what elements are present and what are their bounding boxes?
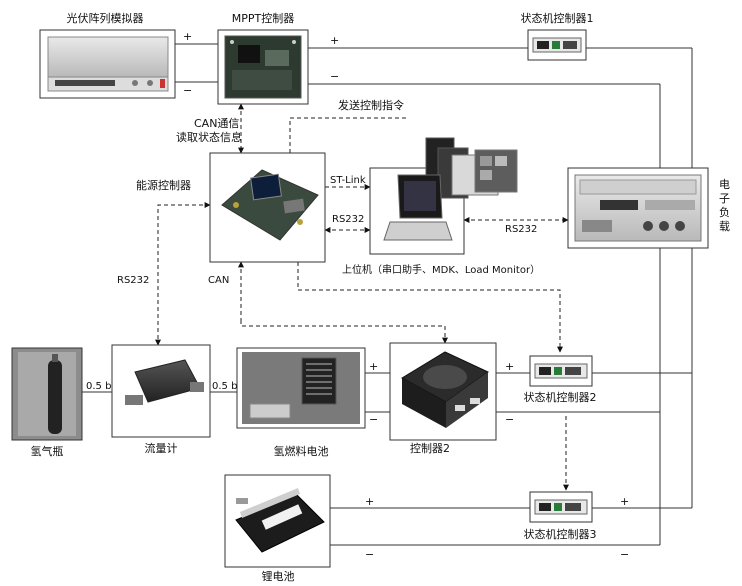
mppt-controller — [217, 29, 309, 105]
bat-plus: + — [365, 495, 374, 508]
sm-controller-2-label: 状态机控制器2 — [524, 390, 597, 404]
rs232-pc-label: RS232 — [332, 214, 364, 225]
pv-simulator-label: 光伏阵列模拟器 — [67, 11, 144, 25]
host-pc-label: 上位机（串口助手、MDK、Load Monitor） — [342, 263, 540, 276]
electronic-load-char-2: 子 — [719, 192, 730, 205]
fuel-cell-label: 氢燃料电池 — [274, 444, 329, 458]
li-battery — [224, 474, 331, 568]
controller-2 — [389, 342, 497, 441]
power-wires — [82, 43, 693, 546]
send-cmd-label: 发送控制指令 — [338, 98, 404, 112]
sm-controller-3-label: 状态机控制器3 — [524, 527, 597, 541]
sm3-minus: − — [620, 548, 629, 561]
mppt-minus: − — [330, 70, 339, 83]
electronic-load-char-1: 电 — [719, 178, 730, 191]
fuel-cell — [236, 347, 366, 429]
electronic-load-char-4: 载 — [719, 220, 730, 233]
h2-bottle-label: 氢气瓶 — [31, 444, 64, 458]
fc-minus: − — [369, 413, 378, 426]
energy-controller — [209, 152, 326, 263]
sm-controller-2 — [529, 355, 593, 387]
c2-minus: − — [505, 413, 514, 426]
h2-bottle — [11, 347, 83, 441]
fc-plus: + — [369, 360, 378, 373]
pressure-2-label: 0.5 bar — [212, 381, 249, 392]
pressure-1-label: 0.5 bar — [86, 381, 123, 392]
electronic-load-char-3: 负 — [719, 205, 730, 219]
can-label: CAN — [208, 275, 229, 286]
bat-minus: − — [365, 548, 374, 561]
sm3-plus: + — [620, 495, 629, 508]
can-comm-label: CAN通信 — [194, 117, 239, 130]
mppt-controller-label: MPPT控制器 — [232, 11, 294, 25]
c2-plus: + — [505, 360, 514, 373]
flowmeter-label: 流量计 — [145, 441, 178, 455]
energy-controller-label: 能源控制器 — [136, 178, 191, 192]
rs232-load-label: RS232 — [505, 224, 537, 235]
st-link-label: ST-Link — [330, 175, 366, 186]
li-battery-label: 锂电池 — [262, 569, 295, 583]
sm-controller-3 — [529, 491, 593, 523]
flowmeter — [111, 344, 211, 438]
pv-simulator — [39, 29, 176, 99]
pv-plus: + — [183, 30, 192, 43]
rs232-flow-label: RS232 — [117, 275, 149, 286]
electronic-load — [567, 167, 709, 249]
mppt-plus: + — [330, 34, 339, 47]
sm-controller-1-label: 状态机控制器1 — [521, 11, 594, 25]
pv-minus: − — [183, 84, 192, 97]
signal-lines — [155, 103, 569, 491]
host-pc — [369, 137, 518, 255]
sm-controller-1 — [527, 29, 587, 61]
controller-2-label: 控制器2 — [410, 441, 450, 455]
read-state-label: 读取状态信息 — [176, 130, 242, 144]
